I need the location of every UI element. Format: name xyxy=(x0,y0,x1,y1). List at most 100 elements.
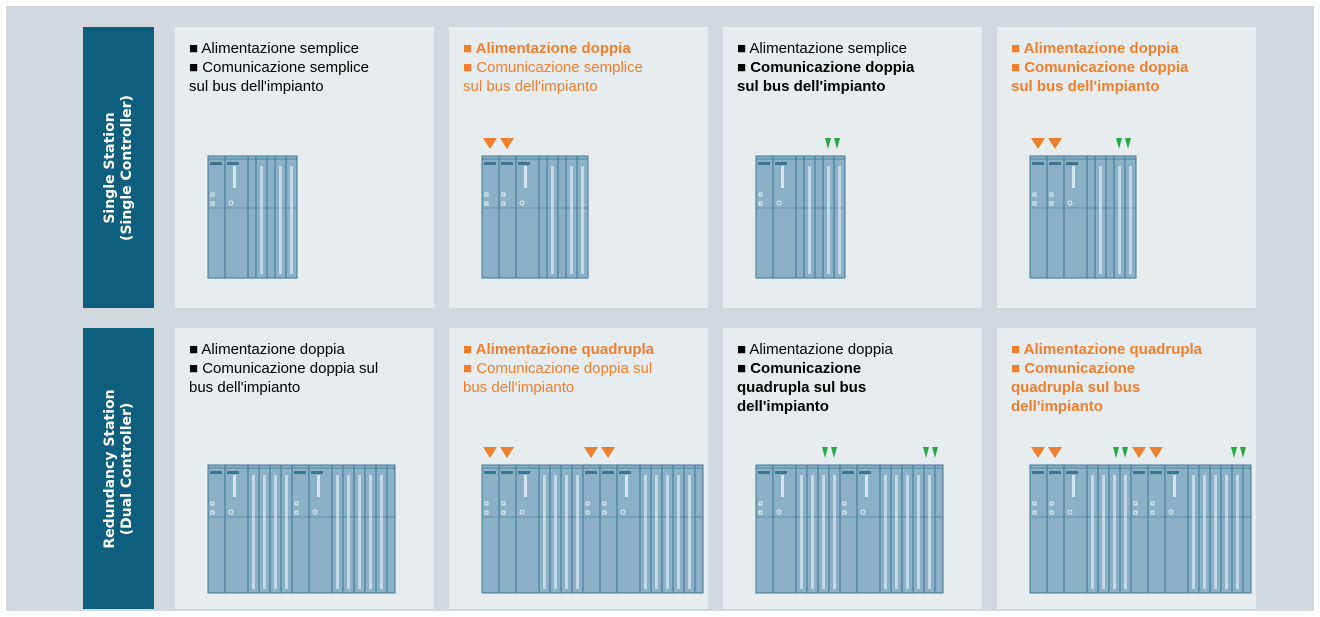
power-supply-module xyxy=(207,155,226,279)
cell-description: ■ Alimentazione doppia■ Comunicazione se… xyxy=(463,39,703,96)
io-module xyxy=(803,155,816,279)
io-module xyxy=(817,464,830,594)
plant-bus-marker xyxy=(822,447,837,458)
io-module xyxy=(285,155,298,279)
row-label-1: Single Station(Single Controller) xyxy=(83,27,154,308)
description-line: ■ Alimentazione doppia xyxy=(737,341,893,358)
rack-illustration xyxy=(207,464,396,594)
cpu-module xyxy=(856,464,881,594)
power-supply-marker xyxy=(1048,447,1062,458)
io-module xyxy=(639,464,652,594)
plant-bus-marker xyxy=(1113,447,1128,458)
io-module xyxy=(342,464,355,594)
power-supply-module xyxy=(498,155,517,279)
config-cell-r2-c2: ■ Alimentazione quadrupla ■ Comunicazione… xyxy=(449,328,708,609)
power-supply-marker xyxy=(1048,138,1062,149)
description-line: bus dell'impianto xyxy=(463,379,575,396)
io-module xyxy=(890,464,903,594)
power-supply-module xyxy=(755,464,774,594)
power-supply-module xyxy=(1046,155,1065,279)
power-supply-module xyxy=(599,464,618,594)
cpu-module xyxy=(515,155,540,279)
power-supply-module xyxy=(1029,464,1048,594)
description-line: ■ Comunicazione doppia sul xyxy=(189,360,379,377)
power-supply-marker xyxy=(1031,138,1045,149)
cpu-module xyxy=(515,464,540,594)
io-module xyxy=(672,464,685,594)
io-module xyxy=(375,464,388,594)
description-line: ■ Comunicazione doppia xyxy=(737,59,915,76)
cpu-module xyxy=(1164,464,1189,594)
power-supply-marker xyxy=(500,138,514,149)
cell-description: ■ Alimentazione semplice■ Comunicazione … xyxy=(737,39,977,96)
power-supply-module xyxy=(291,464,310,594)
io-module xyxy=(255,155,268,279)
description-line: quadrupla sul bus xyxy=(737,379,867,396)
io-module xyxy=(560,464,573,594)
cpu-module xyxy=(308,464,333,594)
power-supply-module xyxy=(755,155,774,279)
description-line: ■ Comunicazione doppia xyxy=(1011,59,1189,76)
description-line: sul bus dell'impianto xyxy=(463,78,598,95)
io-module xyxy=(923,464,936,594)
description-line: sul bus dell'impianto xyxy=(737,78,886,95)
config-cell-r2-c4: ■ Alimentazione quadrupla■ Comunicazione… xyxy=(997,328,1256,609)
config-cell-r2-c3: ■ Alimentazione doppia ■ Comunicazione qua… xyxy=(723,328,982,609)
io-module xyxy=(934,464,944,594)
description-line: ■ Alimentazione doppia xyxy=(189,341,345,358)
description-line: dell'impianto xyxy=(737,398,829,415)
description-line: ■ Alimentazione semplice xyxy=(189,40,359,57)
io-module xyxy=(912,464,925,594)
io-module xyxy=(806,464,819,594)
config-cell-r2-c1: ■ Alimentazione doppia ■ Comunicazione do… xyxy=(175,328,434,609)
io-module xyxy=(565,155,578,279)
description-line: sul bus dell'impianto xyxy=(1011,78,1160,95)
plant-bus-marker xyxy=(1231,447,1246,458)
io-module xyxy=(386,464,396,594)
power-supply-module xyxy=(1029,155,1048,279)
io-module xyxy=(879,464,892,594)
rack-illustration xyxy=(481,138,589,279)
config-cell-r1-c3: ■ Alimentazione semplice■ Comunicazione … xyxy=(723,27,982,308)
cpu-module xyxy=(616,464,641,594)
description-line: ■ Comunicazione xyxy=(737,360,862,377)
power-supply-module xyxy=(839,464,858,594)
io-module xyxy=(833,155,846,279)
power-supply-module xyxy=(582,464,601,594)
cpu-module xyxy=(1063,464,1088,594)
rack-illustration xyxy=(207,155,298,279)
row-label-line: (Dual Controller) xyxy=(118,402,135,535)
power-supply-module xyxy=(481,155,500,279)
rack-illustration xyxy=(481,447,704,594)
power-supply-module xyxy=(1046,464,1065,594)
io-module xyxy=(650,464,663,594)
io-module xyxy=(661,464,674,594)
description-line: ■ Comunicazione semplice xyxy=(189,59,369,76)
description-line: ■ Alimentazione quadrupla xyxy=(1011,341,1203,358)
rack-illustration xyxy=(755,138,846,279)
power-supply-module xyxy=(498,464,517,594)
description-line: quadrupla sul bus xyxy=(1011,379,1141,396)
description-line: bus dell'impianto xyxy=(189,379,301,396)
power-supply-marker xyxy=(483,447,497,458)
cell-description: ■ Alimentazione semplice ■ Comunicazione … xyxy=(189,39,429,96)
io-module xyxy=(571,464,584,594)
power-supply-module xyxy=(207,464,226,594)
description-line: ■ Alimentazione quadrupla xyxy=(463,341,655,358)
cell-description: ■ Alimentazione doppia ■ Comunicazione qua… xyxy=(737,340,977,416)
cpu-module xyxy=(224,155,249,279)
io-module xyxy=(1113,155,1126,279)
io-module xyxy=(280,464,293,594)
io-module xyxy=(247,155,257,279)
description-line: ■ Comunicazione doppia sul xyxy=(463,360,653,377)
io-module xyxy=(1108,464,1121,594)
cpu-module xyxy=(1063,155,1088,279)
cpu-module xyxy=(224,464,249,594)
row-label-line: Single Station xyxy=(101,111,118,224)
io-module xyxy=(828,464,841,594)
row-label-text: Redundancy Station(Dual Controller) xyxy=(102,389,136,548)
row-label-line: (Single Controller) xyxy=(118,94,135,241)
io-module xyxy=(1105,155,1115,279)
power-supply-marker xyxy=(500,447,514,458)
io-module xyxy=(1187,464,1200,594)
